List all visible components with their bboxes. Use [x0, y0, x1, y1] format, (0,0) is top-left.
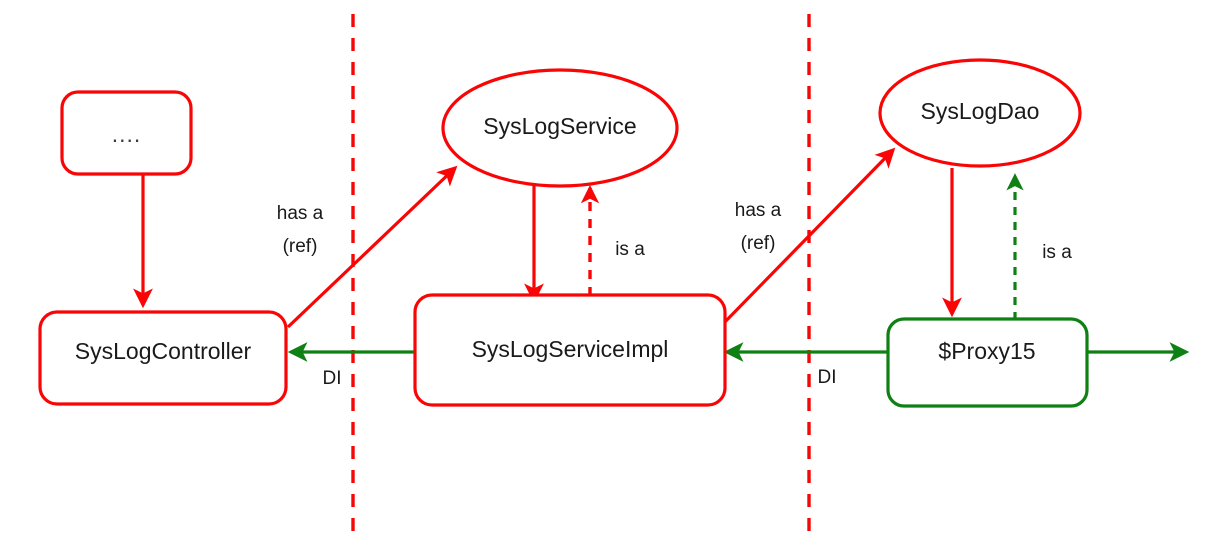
node-syslog-service-impl[interactable]: SysLogServiceImpl — [413, 293, 727, 407]
syslog-service-impl-label: SysLogServiceImpl — [472, 336, 669, 362]
node-syslog-dao[interactable]: SysLogDao — [878, 58, 1082, 168]
label-is-a-dao: is a — [1042, 242, 1072, 263]
syslog-service-shape — [441, 68, 679, 188]
edge-controller-has-a-service — [286, 165, 458, 329]
label-di-right: DI — [818, 367, 837, 388]
node-proxy15[interactable]: $Proxy15 — [886, 317, 1089, 408]
syslog-controller-shape — [38, 310, 288, 406]
label-has-a-ref-right-line1: has a — [735, 200, 782, 221]
label-di-left: DI — [323, 368, 342, 389]
node-syslog-controller[interactable]: SysLogController — [38, 310, 288, 406]
label-has-a-ref-right-line2: (ref) — [741, 233, 776, 254]
label-has-a-ref-left-line1: has a — [277, 203, 324, 224]
ellipsis-box-label: .... — [112, 121, 142, 147]
syslog-service-label: SysLogService — [483, 113, 636, 139]
proxy15-shape — [886, 317, 1089, 408]
label-has-a-ref-left-line2: (ref) — [283, 236, 318, 257]
syslog-service-impl-shape — [413, 293, 727, 407]
node-syslog-service[interactable]: SysLogService — [441, 68, 679, 188]
syslog-dao-shape — [878, 58, 1082, 168]
label-is-a-service: is a — [615, 239, 645, 260]
proxy15-label: $Proxy15 — [938, 338, 1035, 364]
syslog-controller-label: SysLogController — [75, 338, 252, 364]
syslog-dao-label: SysLogDao — [921, 98, 1040, 124]
node-ellipsis-box[interactable]: .... — [60, 90, 193, 176]
ellipsis-box-shape — [60, 90, 193, 176]
edge-impl-has-a-dao — [717, 147, 896, 330]
